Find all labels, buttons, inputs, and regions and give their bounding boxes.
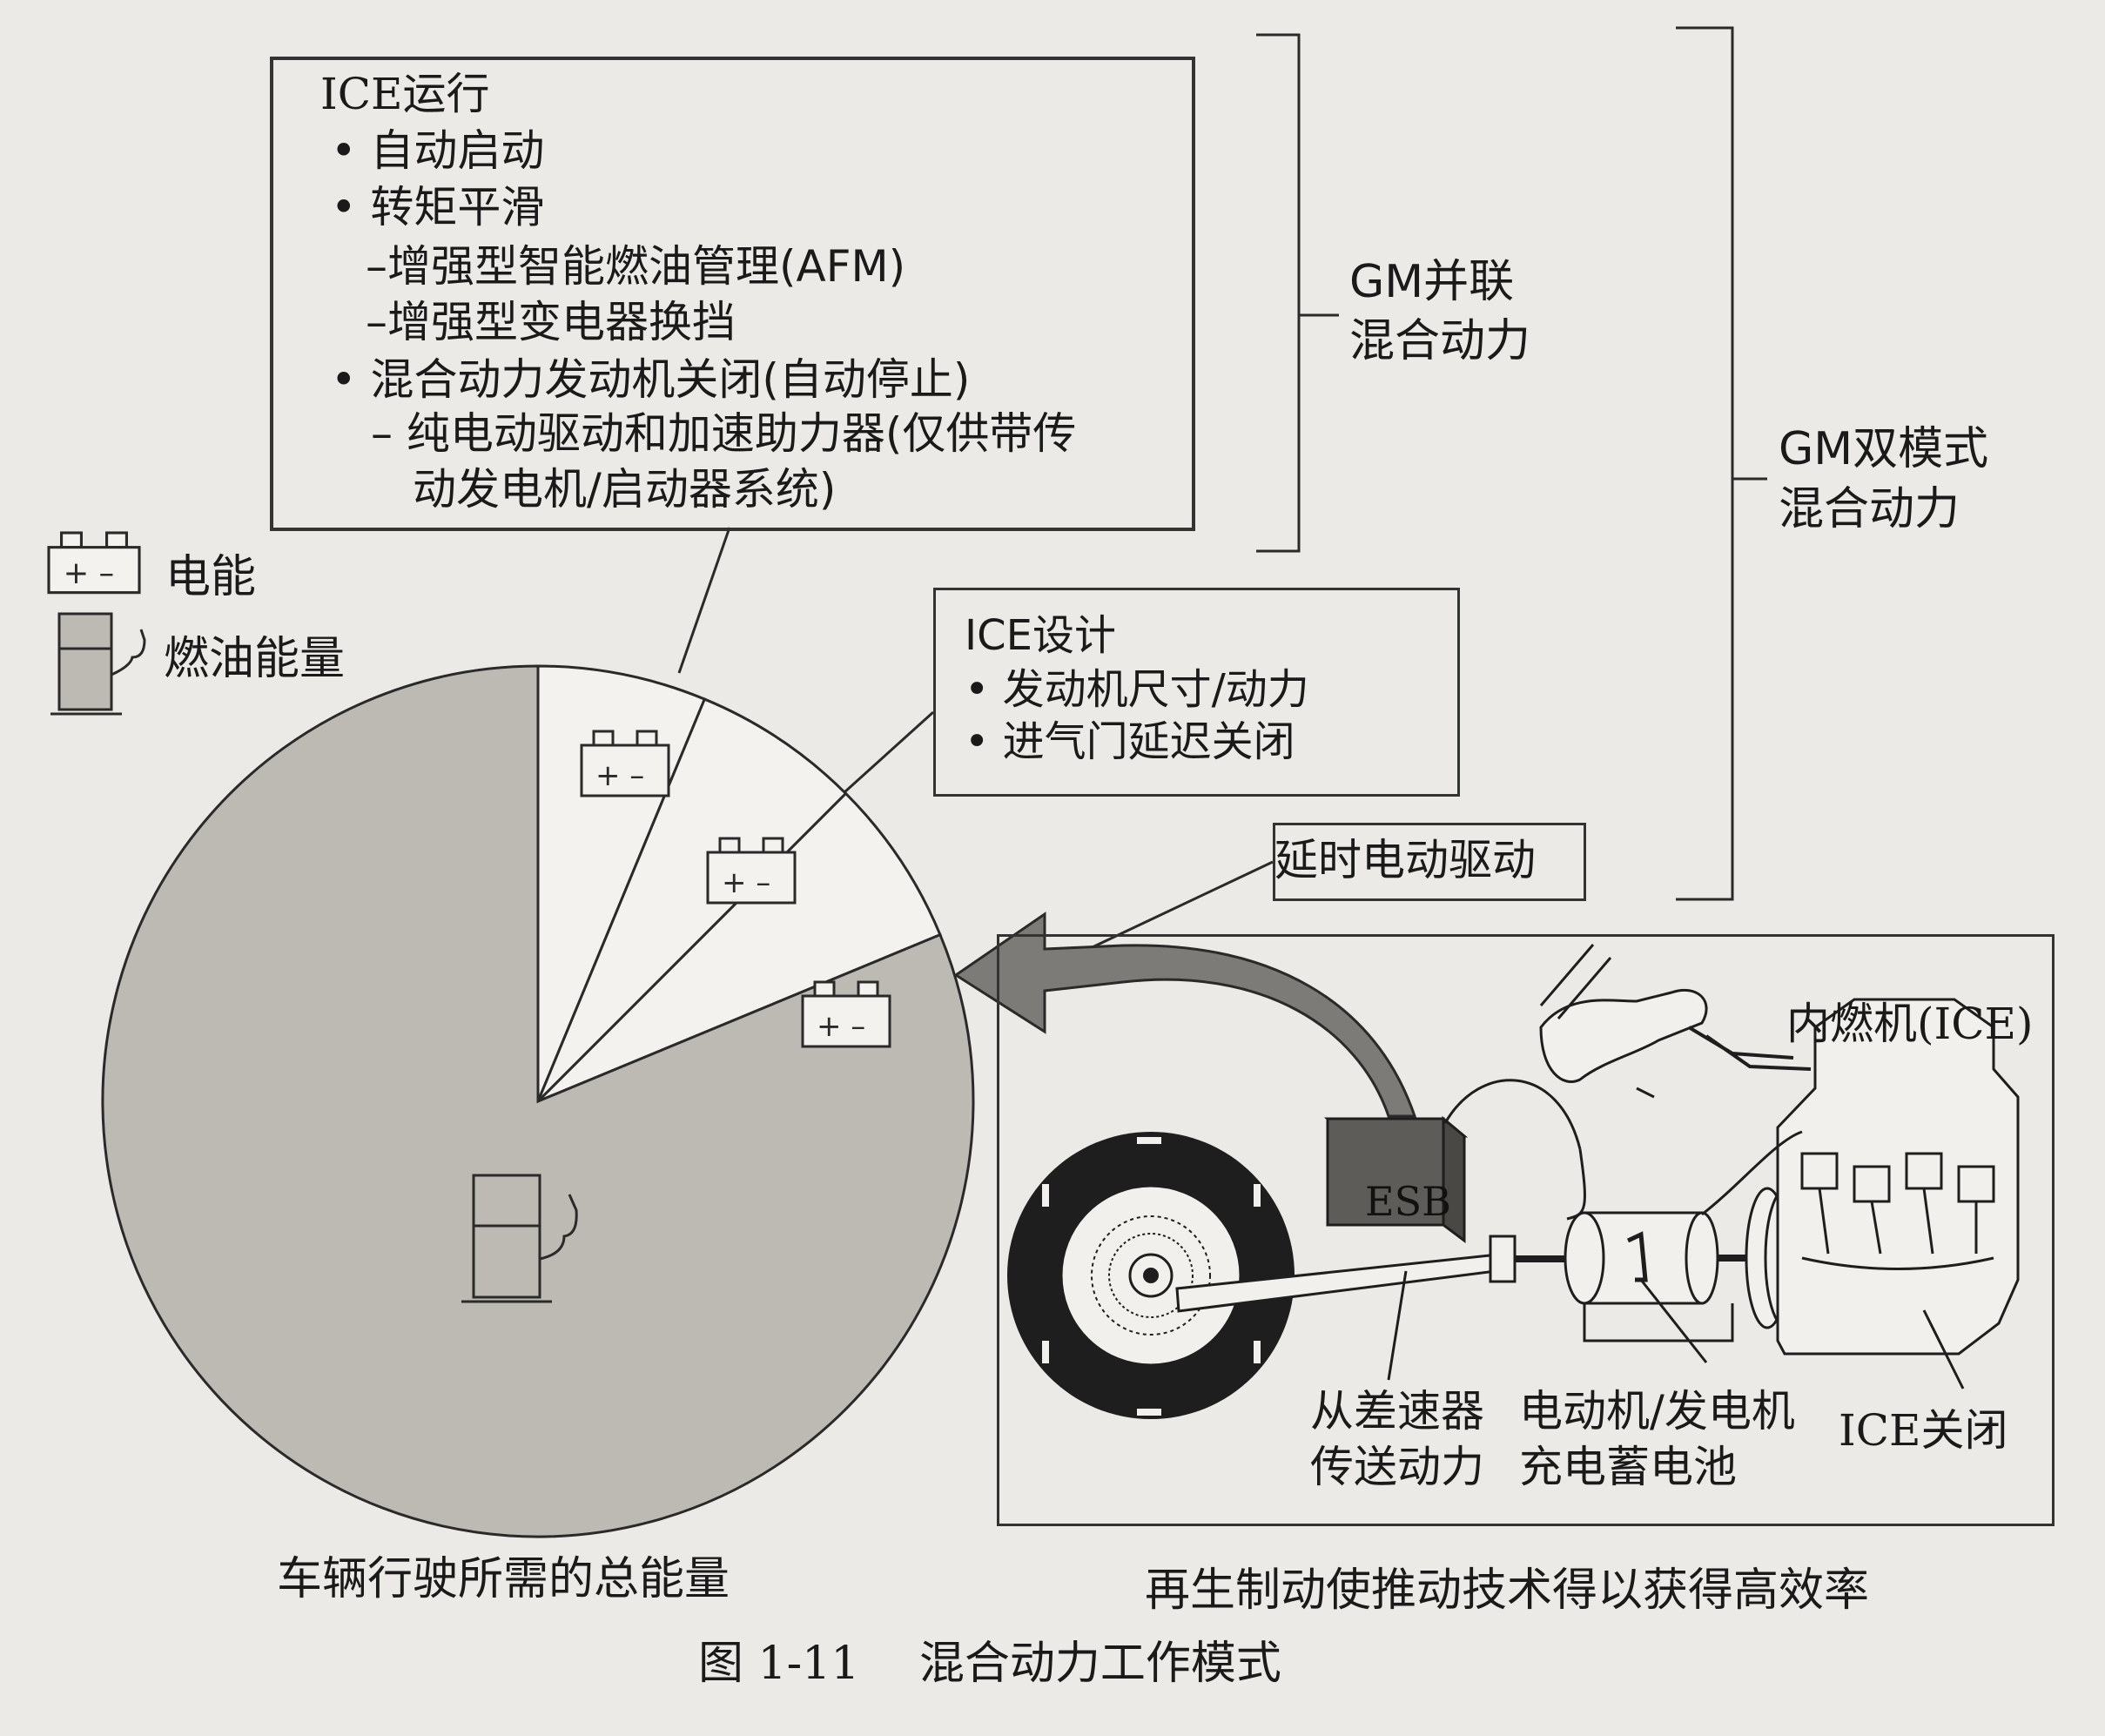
battery-icon-slice-1: + – <box>580 730 670 797</box>
pie-slice-fuel-4 <box>101 664 975 1538</box>
gm-two-mode-line1: GM双模式 <box>1779 423 1989 475</box>
svg-text:+ –: + – <box>595 758 644 793</box>
regen-braking-frame <box>997 934 2055 1526</box>
svg-text:+ –: + – <box>722 865 770 900</box>
differential-label-l2: 传送动力 <box>1310 1442 1484 1492</box>
legend-electric-label: 电能 <box>165 551 257 603</box>
ice-off-label: ICE关闭 <box>1839 1405 2008 1456</box>
differential-label-l1: 从差速器 <box>1310 1386 1484 1437</box>
fuel-pump-icon-pie <box>461 1174 578 1303</box>
connector-delayed-drive <box>1079 860 1274 955</box>
pie-slice-electric-3 <box>536 791 942 1103</box>
gm-parallel-line2: 混合动力 <box>1349 315 1531 367</box>
motor-generator-label-l2: 充电蓄电池 <box>1519 1442 1737 1492</box>
gm-parallel-line1: GM并联 <box>1349 256 1515 308</box>
ice-operation-shift: –增强型变电器换挡 <box>366 297 736 347</box>
ice-operation-electric-drive-l1: – 纯电动驱动和加速助力器(仅供带传 <box>371 408 1077 459</box>
ice-design-intake-valve: • 进气门延迟关闭 <box>965 717 1295 766</box>
gm-two-mode-line2: 混合动力 <box>1779 483 1960 535</box>
ice-operation-auto-stop: • 混合动力发动机关闭(自动停止) <box>331 354 971 405</box>
foot-pedal <box>1539 988 1708 1083</box>
esb-label: ESB <box>1365 1178 1451 1225</box>
esb-battery-box <box>1326 1117 1445 1227</box>
battery-icon-slice-2: + – <box>706 837 797 905</box>
pie-caption: 车辆行驶所需的总能量 <box>277 1553 730 1605</box>
battery-icon-slice-3: + – <box>801 980 891 1048</box>
regen-curved-arrow <box>953 912 1417 1118</box>
ice-operation-box <box>270 57 1195 531</box>
motor-generator-label-l1: 电动机/发电机 <box>1519 1386 1795 1437</box>
battery-icon-legend: + – <box>47 531 141 595</box>
connector-ice-design <box>843 710 935 794</box>
legend-fuel-label: 燃油能量 <box>164 633 346 685</box>
regen-caption: 再生制动使推动技术得以获得高效率 <box>1145 1564 1870 1617</box>
ice-design-title: ICE设计 <box>965 611 1117 660</box>
ice-operation-afm: –增强型智能燃油管理(AFM) <box>366 241 906 292</box>
svg-text:+ –: + – <box>64 555 115 591</box>
svg-text:+ –: + – <box>817 1009 865 1044</box>
delayed-drive-label: 延时电动驱动 <box>1274 835 1536 885</box>
ice-operation-electric-drive-l2: 动发电机/启动器系统) <box>413 464 837 515</box>
bracket-gm-two-mode <box>1676 26 1767 901</box>
drivetrain-illustration <box>1007 944 2020 1419</box>
bracket-gm-parallel <box>1256 33 1339 553</box>
delayed-drive-box <box>1273 823 1586 901</box>
ice-operation-auto-start: • 自动启动 <box>331 125 545 176</box>
ice-design-engine-size: • 发动机尺寸/动力 <box>965 665 1309 714</box>
pie-slice-electric-2 <box>536 697 848 1103</box>
ice-design-box <box>933 588 1460 797</box>
ice-operation-torque-smooth: • 转矩平滑 <box>331 182 545 232</box>
energy-pie-chart <box>101 664 975 1538</box>
connector-ice-operation <box>677 527 731 674</box>
ice-label: 内燃机(ICE) <box>1786 999 2034 1049</box>
ice-operation-title: ICE运行 <box>320 69 490 119</box>
fuel-pump-icon-legend <box>50 612 146 716</box>
figure-caption: 图 1-11 混合动力工作模式 <box>698 1638 1281 1690</box>
